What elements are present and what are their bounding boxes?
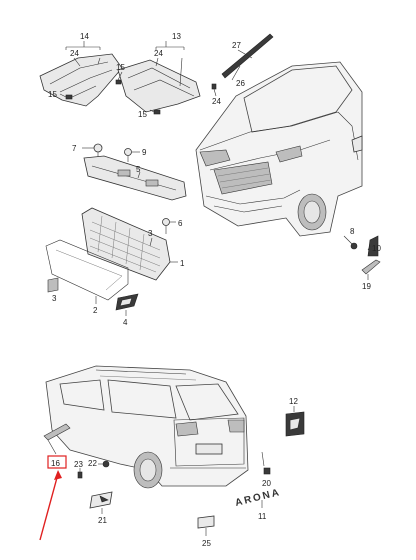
callout-24: 24: [212, 97, 221, 106]
callout-8: 8: [350, 227, 355, 236]
callout-16: 16: [51, 459, 60, 468]
clip-3: [47, 277, 59, 293]
callout-20: 20: [262, 479, 271, 488]
rear-car-illustration: [43, 365, 249, 489]
clip-8-10: [343, 235, 379, 257]
emblem-4: [115, 293, 139, 316]
bracket-25: [197, 515, 215, 536]
model-badge-11: ARONA: [234, 487, 282, 509]
clip-22-23: [77, 460, 110, 479]
callout-9: 9: [142, 148, 147, 157]
callout-26: 26: [236, 79, 245, 88]
bolt-7: [82, 143, 103, 162]
bolt-6: [162, 218, 176, 234]
callout-14: 14: [80, 32, 89, 41]
callout-5: 5: [136, 165, 141, 174]
callout-24: 24: [154, 49, 163, 58]
clip-20: [261, 451, 271, 475]
callout-19: 19: [362, 282, 371, 291]
callout-4: 4: [123, 318, 128, 327]
callout-3: 3: [52, 294, 57, 303]
callout-15: 15: [48, 90, 57, 99]
callout-15: 15: [138, 110, 147, 119]
logo-12: [285, 406, 305, 437]
windshield-trim-strip: [211, 33, 274, 97]
leader-lines-top: [59, 41, 185, 113]
callout-27: 27: [232, 41, 241, 50]
model-badge-text: ARONA: [234, 487, 282, 509]
grille-frame-2: [45, 239, 129, 304]
callout-24: 24: [70, 49, 79, 58]
callout-22: 22: [88, 459, 97, 468]
bracket-5: [83, 155, 187, 201]
callout-11: 11: [258, 512, 267, 521]
radiator-grille-1: [81, 207, 178, 281]
callout-labels: 14 24 15 15 15 13 24 27 26 24 7 9 5 6 3 …: [48, 32, 381, 548]
callout-2: 2: [93, 306, 98, 315]
callout-25: 25: [202, 539, 211, 548]
callout-21: 21: [98, 516, 107, 525]
callout-13: 13: [172, 32, 181, 41]
callout-6: 6: [178, 219, 183, 228]
callout-7: 7: [72, 144, 77, 153]
trim-19: [361, 259, 381, 280]
highlight-arrow: [39, 473, 59, 541]
callout-3: 3: [148, 229, 153, 238]
callout-10: 10: [372, 244, 381, 253]
front-car-illustration: [195, 61, 363, 237]
bolt-9: [124, 148, 140, 162]
badge-21: [89, 491, 113, 514]
cowl-panel-left: [39, 53, 123, 107]
callout-12: 12: [289, 397, 298, 406]
callout-1: 1: [180, 259, 185, 268]
callout-15: 15: [116, 63, 125, 72]
callout-23: 23: [74, 460, 83, 469]
highlight-arrowhead: [54, 470, 62, 480]
callout-16-highlight-box: [47, 455, 67, 469]
cowl-panel-right: [117, 59, 201, 113]
